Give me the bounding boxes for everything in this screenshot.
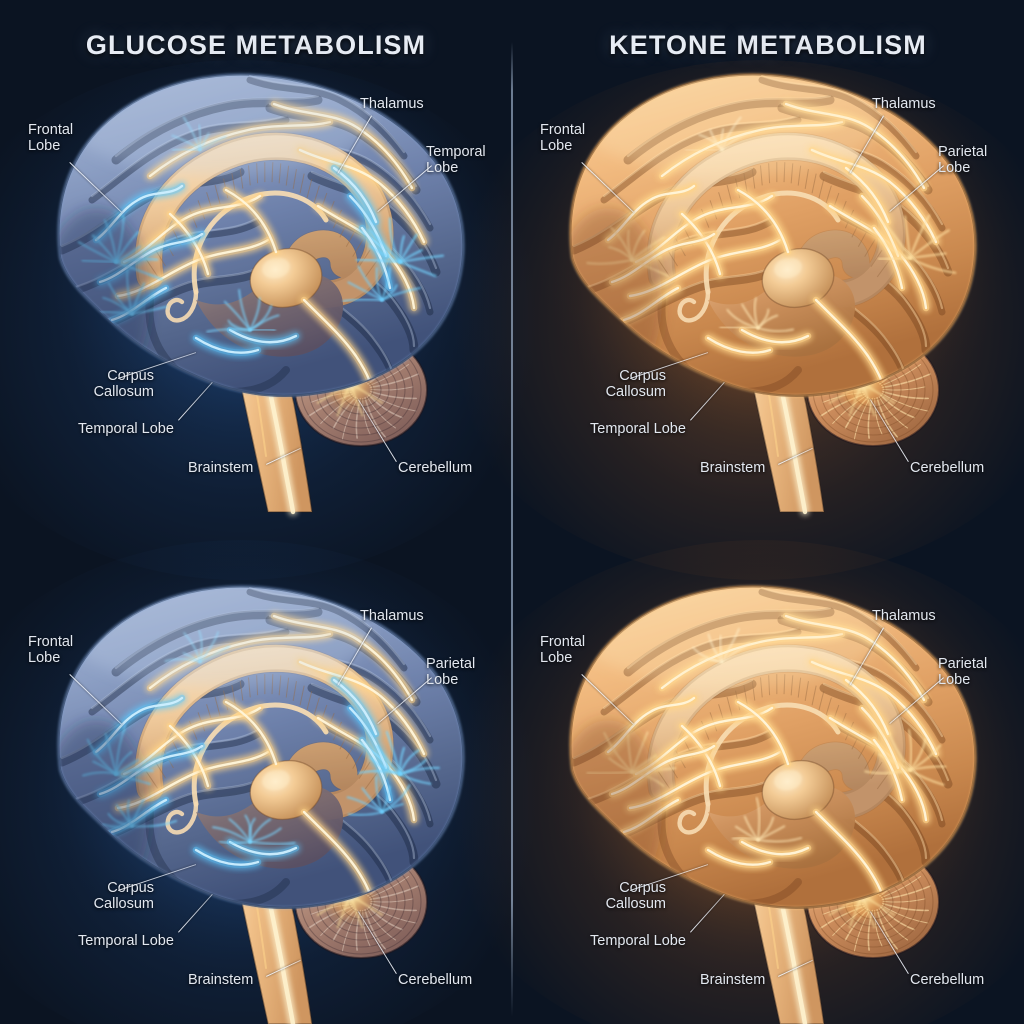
anatomy-label-brainstem: Brainstem [700, 972, 765, 988]
anatomy-label-cerebellum: Cerebellum [910, 460, 984, 476]
anatomy-label-parietal-lobe: Parietal Lobe [938, 656, 987, 688]
panel-glucose-top: Frontal LobeThalamusTemporal LobeCorpus … [0, 0, 512, 512]
anatomy-label-thalamus: Thalamus [872, 608, 936, 624]
anatomy-label-thalamus: Thalamus [872, 96, 936, 112]
anatomy-label-corpus-callosum: Corpus Callosum [94, 368, 154, 400]
anatomy-label-corpus-callosum: Corpus Callosum [606, 880, 666, 912]
anatomy-label-thalamus: Thalamus [360, 96, 424, 112]
brain-illustration-ketone-top [512, 0, 1024, 512]
anatomy-label-cerebellum: Cerebellum [398, 460, 472, 476]
anatomy-label-parietal-lobe: Parietal Lobe [938, 144, 987, 176]
anatomy-label-temporal-lobe: Temporal Lobe [590, 933, 686, 949]
anatomy-label-cerebellum: Cerebellum [398, 972, 472, 988]
anatomy-label-temporal-lobe: Temporal Lobe [590, 421, 686, 437]
brain-illustration-glucose-top [0, 0, 512, 512]
anatomy-label-frontal-lobe: Frontal Lobe [28, 122, 73, 154]
anatomy-label-cerebellum: Cerebellum [910, 972, 984, 988]
anatomy-label-brainstem: Brainstem [188, 972, 253, 988]
panel-ketone-top: Frontal Lobe ThalamusParietal LobeCorpus … [512, 0, 1024, 512]
anatomy-label-brainstem: Brainstem [188, 460, 253, 476]
anatomy-label-corpus-callosum: Corpus Callosum [606, 368, 666, 400]
anatomy-label-temporal-lobe: Temporal Lobe [78, 421, 174, 437]
anatomy-label-frontal-lobe: Frontal Lobe [540, 634, 585, 666]
anatomy-label-temporal-lobe: Temporal Lobe [426, 144, 486, 176]
anatomy-label-brainstem: Brainstem [700, 460, 765, 476]
anatomy-label-frontal-lobe: Frontal Lobe [540, 122, 585, 154]
brain-illustration-glucose-bottom [0, 512, 512, 1024]
brain-illustration-ketone-bottom [512, 512, 1024, 1024]
panel-ketone-bottom: Frontal Lobe ThalamusParietal LobeCorpus … [512, 512, 1024, 1024]
anatomy-label-parietal-lobe: Parietal Lobe [426, 656, 475, 688]
panel-glucose-bottom: Frontal Lobe ThalamusParietal LobeCorpus … [0, 512, 512, 1024]
anatomy-label-corpus-callosum: Corpus Callosum [94, 880, 154, 912]
anatomy-label-frontal-lobe: Frontal Lobe [28, 634, 73, 666]
anatomy-label-thalamus: Thalamus [360, 608, 424, 624]
anatomy-label-temporal-lobe: Temporal Lobe [78, 933, 174, 949]
